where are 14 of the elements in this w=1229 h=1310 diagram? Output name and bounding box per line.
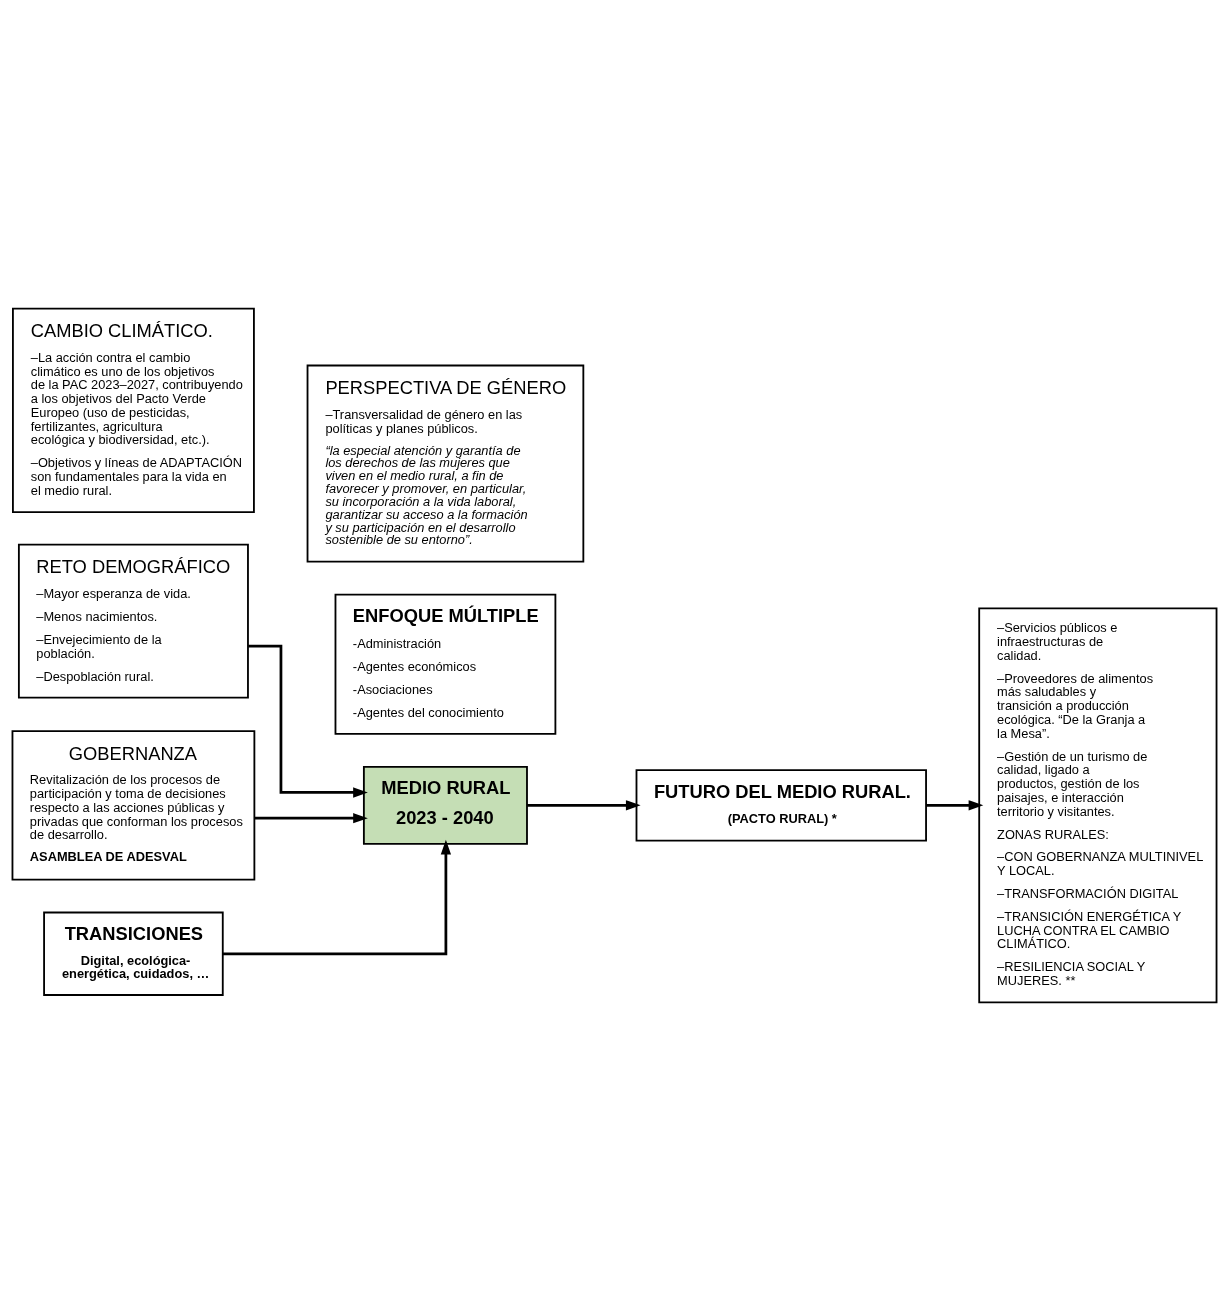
node-box: ENFOQUE MÚLTIPLE -Administración -Agentes económicos -Asociaciones -Agentes del conocimiento	[334, 593, 557, 735]
node-box: –Servicios públicos e infraestructuras de calidad. –Proveedores de alimentos más saludables y transición a producción ecológica. “De la Granja a la Mesa”. –Gestión de un turismo de calidad, ligado a productos, gestión de los paisajes, e interacción territorio y visitantes. ZONAS RURALES: –CON GOBERNANZA MULTINIVEL Y LOCAL. –TRANSFORMACIÓN DIGITAL –TRANSICIÓN ENERGÉTICA Y LUCHA CONTRA EL CAMBIO CLIMÁTICO. –RESILIENCIA SOCIAL Y MUJERES. **	[978, 606, 1218, 1003]
node-box: GOBERNANZA Revitalización de los procesos de participación y toma de decisiones respecto a las acciones públicas y privadas que conforman los procesos de desarrollo. ASAMBLEA DE ADESVAL	[11, 729, 256, 880]
node-box: TRANSICIONES Digital, ecológica-energética, cuidados, …	[43, 911, 224, 996]
node-box: CAMBIO CLIMÁTICO. –La acción contra el cambio climático es uno de los objetivos de la PAC 2023–2027, contribuyendo a los objetivos del Pacto Verde Europeo (uso de pesticidas, fertilizantes, agricultura ecológica y biodiversidad, etc.). –Objetivos y líneas de ADAPTACIÓN son fundamentales para la vida en el medio rural.	[12, 307, 255, 513]
arrow	[926, 799, 984, 810]
node-box: PERSPECTIVA DE GÉNERO –Transversalidad de género en las políticas y planes públicos. “la especial atención y garantía de los derechos de las mujeres que viven en el medio rural, a fin de favorecer y promover, en particular, su incorporación a la vida laboral, garantizar su acceso a la formación y su participación en el desarrollo sostenible de su entorno”.	[306, 364, 585, 562]
arrow	[254, 812, 368, 823]
node-box: RETO DEMOGRÁFICO –Mayor esperanza de vida. –Menos nacimientos. –Envejecimiento de la población. –Despoblación rural.	[17, 543, 249, 699]
arrow	[248, 644, 368, 798]
node-box: FUTURO DEL MEDIO RURAL. (PACTO RURAL) *	[635, 768, 927, 841]
arrow	[527, 799, 641, 810]
node-box: MEDIO RURAL 2023 - 2040	[362, 765, 528, 845]
arrow	[222, 839, 452, 955]
